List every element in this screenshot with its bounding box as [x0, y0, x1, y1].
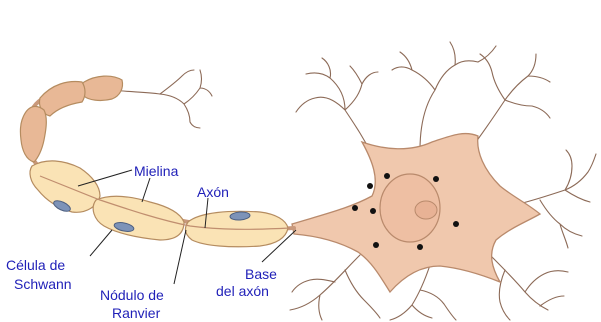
label-nodulo-line2: Ranvier: [112, 305, 161, 321]
label-schwann-line1: Célula de: [6, 257, 65, 273]
myelin-segment: [20, 106, 46, 162]
myelin-segment: [39, 82, 85, 116]
myelin-sheath: [20, 76, 288, 247]
label-axon: Axón: [197, 184, 229, 200]
nucleolus: [415, 201, 437, 219]
label-schwann-line2: Schwann: [14, 276, 72, 292]
label-nodulo-line1: Nódulo de: [100, 287, 164, 303]
leader-nodulo: [174, 230, 186, 284]
myelin-segment: [81, 76, 123, 100]
label-mielina: Mielina: [134, 163, 179, 179]
leader-mielina-2: [142, 178, 150, 202]
myelin-segment: [93, 196, 184, 240]
label-base-line1: Base: [245, 266, 277, 282]
dendrites: [112, 42, 596, 320]
leader-schwann: [90, 230, 112, 256]
label-base-line2: del axón: [216, 283, 269, 299]
